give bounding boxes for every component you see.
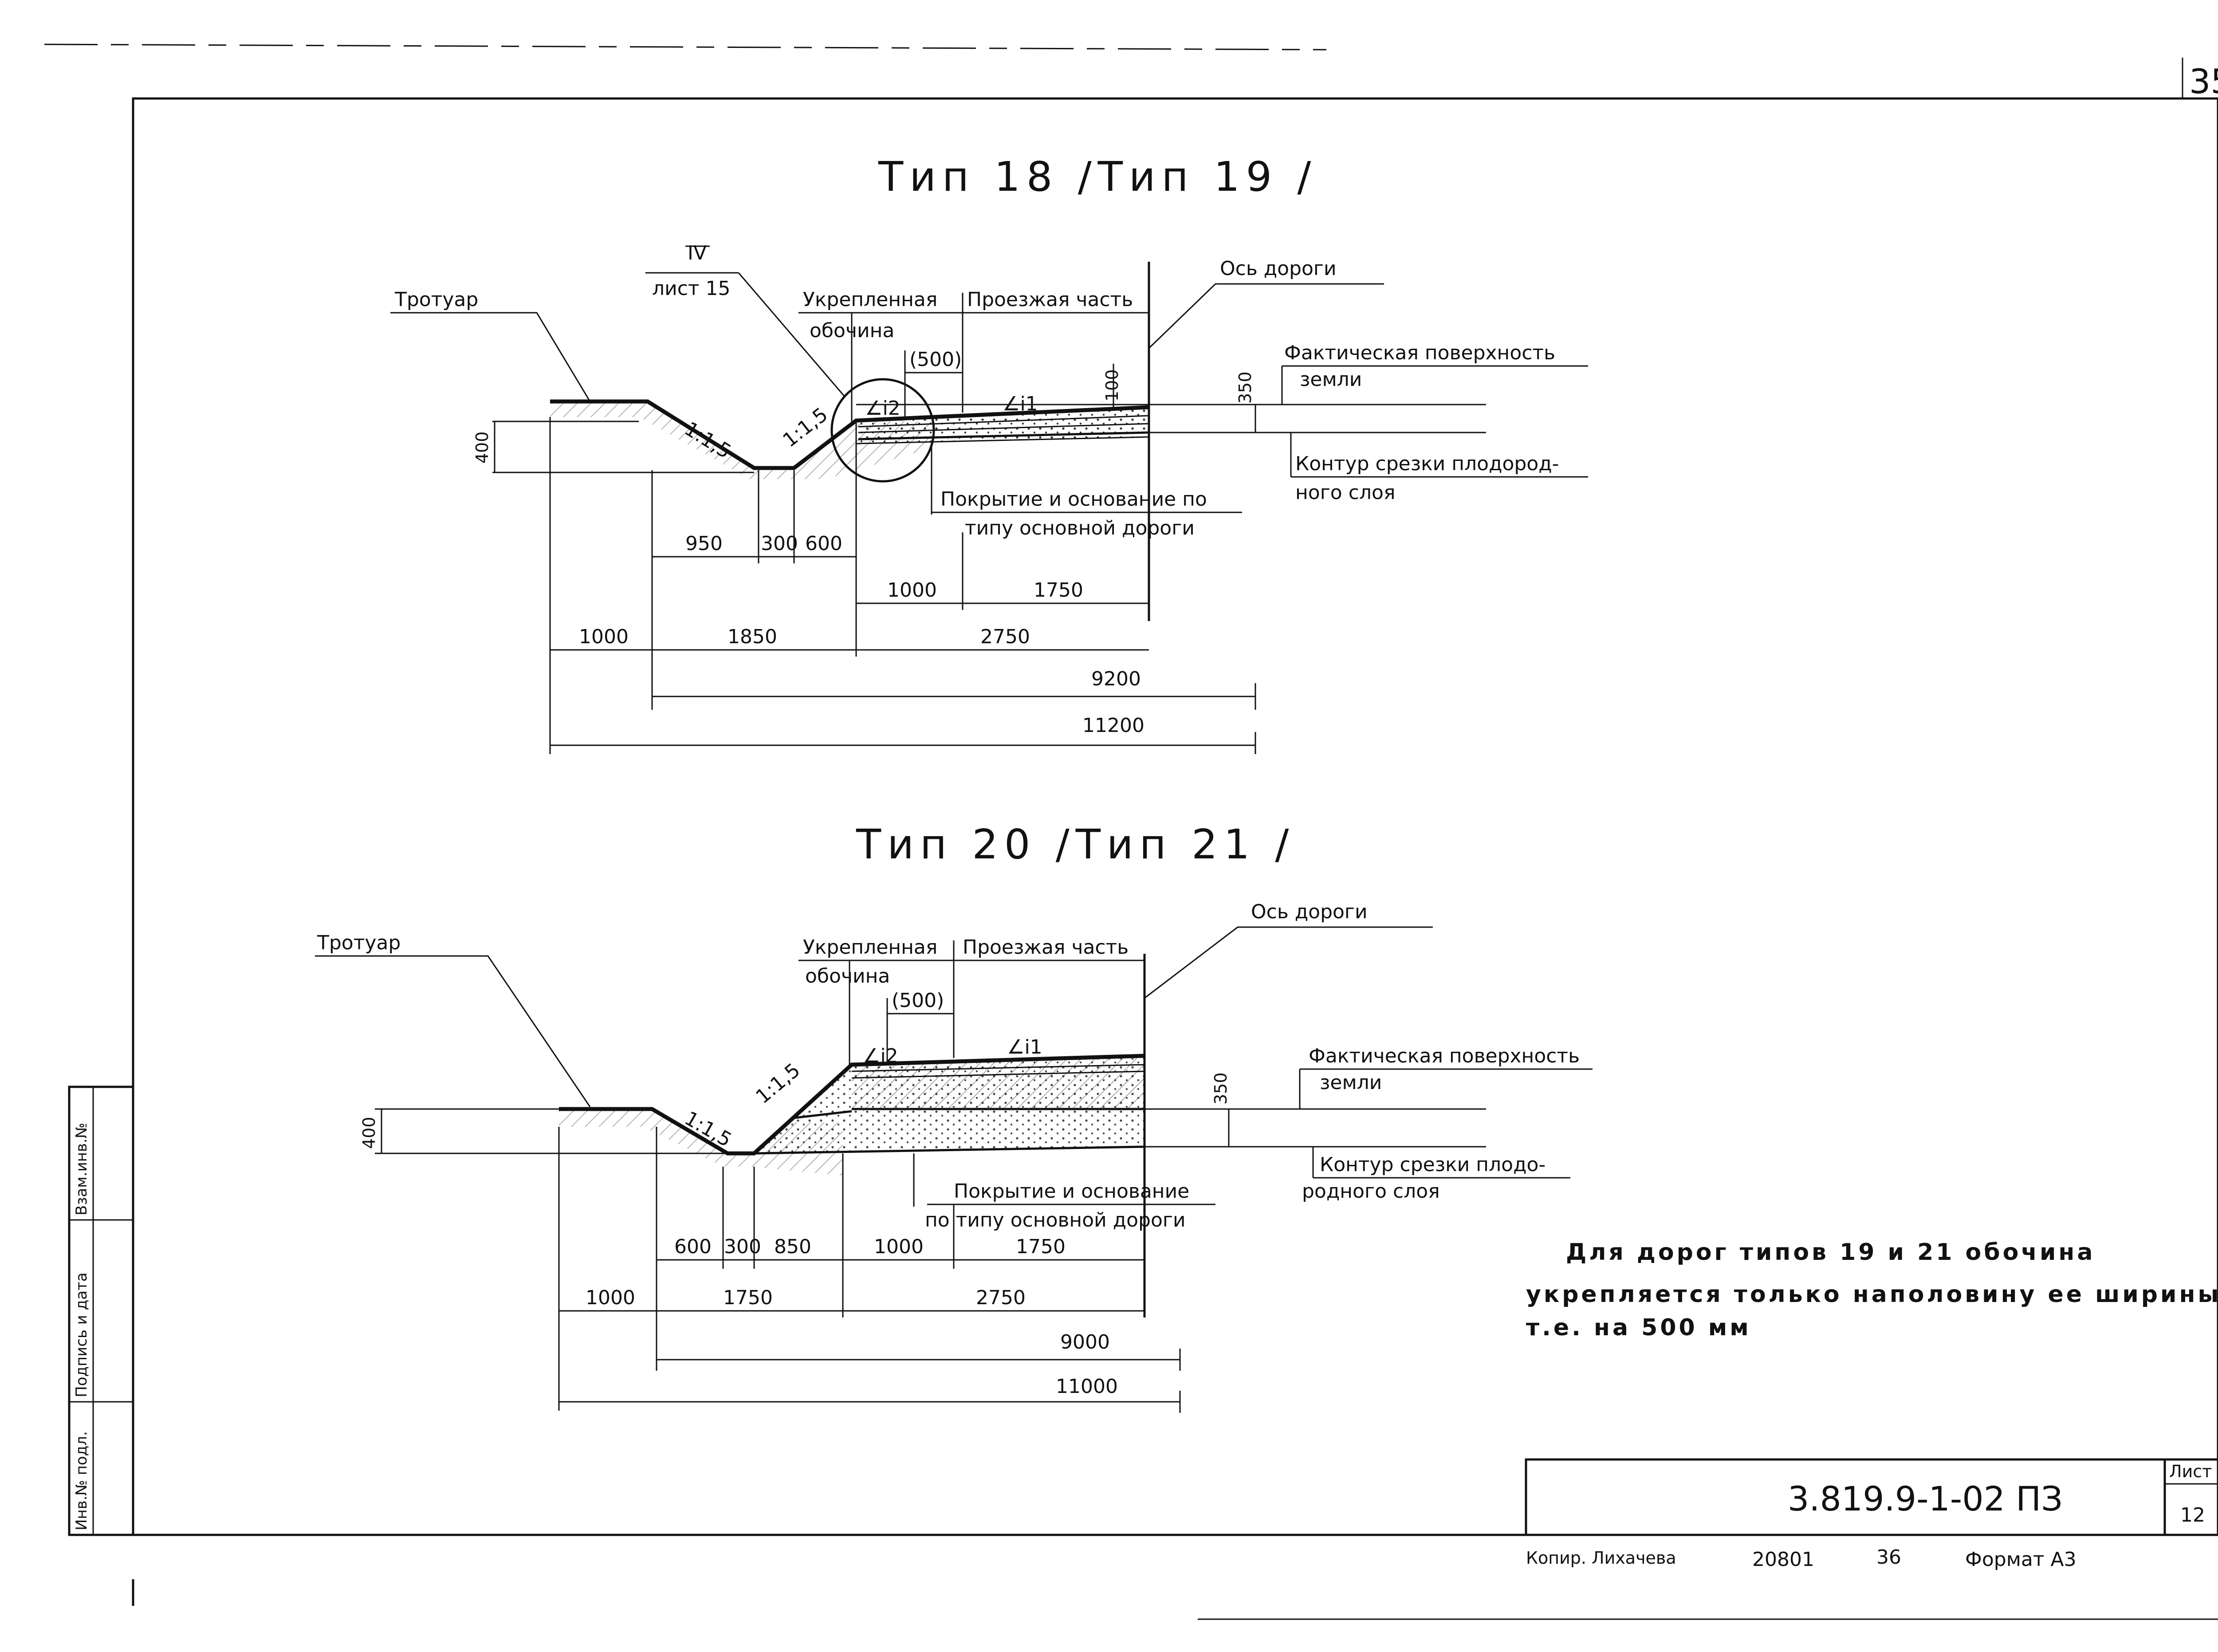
bottom-cut-2: родного слоя	[1302, 1180, 1440, 1203]
bottom-pavement-1: Покрытие и основание	[954, 1180, 1189, 1203]
bottom-dim-400: 400	[359, 1117, 379, 1149]
bottom-i2: ∠i2	[863, 1045, 898, 1067]
bottom-sidewalk-label: Тротуар	[317, 932, 401, 954]
top-ground-fill	[550, 401, 932, 479]
top-i2: ∠i2	[865, 397, 901, 420]
bottom-carriageway: Проезжая часть	[963, 936, 1129, 959]
bottom-ground-profile	[559, 1054, 1145, 1156]
side-stamp-replace: Взам.инв.№	[73, 1123, 90, 1215]
bottom-dim-600: 600	[674, 1235, 712, 1258]
top-axis-label: Ось дороги	[1220, 257, 1337, 280]
sheet-label: Лист	[2169, 1462, 2212, 1481]
top-dim-500: (500)	[909, 348, 962, 371]
bottom-dim-850: 850	[774, 1235, 811, 1258]
bottom-shoulder-1: Укрепленная	[803, 936, 937, 959]
note-line-2: укрепляется только наполовину ее ширины,	[1526, 1281, 2218, 1308]
top-dim-350: 350	[1235, 371, 1255, 404]
bottom-dim-2750: 2750	[976, 1286, 1026, 1309]
top-dim-600: 600	[805, 532, 842, 555]
section-type-18-19: Тип 18 /Тип 19 / IV лист 15 Тротуар 1:1,…	[390, 153, 1588, 754]
top-cut-2: ного слоя	[1295, 481, 1395, 504]
top-node-circle	[830, 378, 935, 483]
bottom-surface-1: Фактическая поверхность	[1309, 1045, 1580, 1067]
bottom-shoulder-2: обочина	[805, 965, 890, 987]
top-dim-1000-a: 1000	[887, 579, 937, 602]
doc-code: 3.819.9-1-02 ПЗ	[1788, 1479, 2063, 1518]
bottom-dim-300: 300	[724, 1235, 761, 1258]
top-sidewalk-label: Тротуар	[394, 288, 478, 311]
bottom-pavement-2: по типу основной дороги	[925, 1209, 1186, 1231]
top-dim-1850: 1850	[728, 625, 777, 648]
side-stamp-sign: Подпись и дата	[73, 1272, 90, 1397]
bottom-dim-350: 350	[1211, 1072, 1231, 1105]
bottom-axis-label: Ось дороги	[1251, 901, 1368, 923]
title-block: 3.819.9-1-02 ПЗ Лист 12 Копир. Лихачева …	[1525, 1458, 2218, 1571]
note-block: Для дорог типов 19 и 21 обочина укрепляе…	[1526, 1239, 2218, 1341]
top-ground-profile	[550, 399, 1149, 470]
bottom-ground-fill	[559, 1109, 843, 1176]
top-surface-2: земли	[1300, 368, 1362, 391]
top-surface-1: Фактическая поверхность	[1284, 342, 1555, 364]
bottom-dim-1750-a: 1750	[1016, 1235, 1066, 1258]
bottom-dim-9000: 9000	[1060, 1331, 1110, 1353]
top-dim-11200: 11200	[1082, 714, 1144, 737]
top-slope-left: 1:1,5	[680, 417, 735, 463]
sheet-frame: 35	[44, 43, 2218, 1620]
top-node-roman: IV	[688, 242, 707, 264]
footer-count: 36	[1876, 1546, 1901, 1569]
bottom-dim-11000: 11000	[1056, 1375, 1118, 1398]
bottom-dim-1750-b: 1750	[723, 1286, 773, 1309]
footer-copied: Копир. Лихачева	[1526, 1548, 1676, 1568]
top-pavement-1: Покрытие и основание по	[940, 488, 1207, 511]
top-pavement-2: типу основной дороги	[965, 517, 1195, 539]
top-title: Тип 18 /Тип 19 /	[878, 153, 1317, 201]
top-shoulder-1: Укрепленная	[803, 288, 937, 311]
top-dim-2750: 2750	[980, 625, 1030, 648]
top-dim-100: 100	[1102, 369, 1122, 401]
top-i1: ∠i1	[1003, 393, 1038, 415]
bottom-dim-1000-b: 1000	[586, 1286, 635, 1309]
bottom-dim-1000-a: 1000	[874, 1235, 924, 1258]
bottom-dim-500: (500)	[892, 989, 944, 1012]
top-dim-300: 300	[761, 532, 798, 555]
section-type-20-21: Тип 20 /Тип 21 / Тротуар 1:1,5 1:1,5 ∠i2…	[315, 821, 1593, 1413]
top-dim-950: 950	[685, 532, 723, 555]
page-number: 35	[2189, 62, 2218, 101]
footer-format: Формат А3	[1965, 1548, 2076, 1571]
top-carriageway: Проезжая часть	[967, 288, 1133, 311]
side-stamp: Инв.№ подл. Подпись и дата Взам.инв.№	[68, 1086, 134, 1536]
note-line-3: т.е. на 500 мм	[1526, 1314, 1751, 1341]
bottom-surface-2: земли	[1320, 1071, 1382, 1094]
bottom-i1: ∠i1	[1007, 1036, 1042, 1058]
note-line-1: Для дорог типов 19 и 21 обочина	[1566, 1239, 2095, 1266]
top-dim-9200: 9200	[1091, 668, 1141, 690]
footer-order: 20801	[1752, 1548, 1814, 1571]
top-dim-400: 400	[472, 431, 492, 464]
top-node-sheet: лист 15	[652, 277, 731, 300]
top-dim-1750: 1750	[1034, 579, 1083, 602]
side-stamp-inv: Инв.№ подл.	[73, 1431, 90, 1530]
bottom-cut-1: Контур срезки плодо-	[1320, 1153, 1546, 1176]
bottom-title: Тип 20 /Тип 21 /	[856, 821, 1295, 868]
top-dim-1000-b: 1000	[579, 625, 629, 648]
bottom-slope-right: 1:1,5	[751, 1059, 804, 1109]
sheet-number: 12	[2180, 1504, 2205, 1526]
top-cut-1: Контур срезки плодород-	[1295, 452, 1559, 475]
